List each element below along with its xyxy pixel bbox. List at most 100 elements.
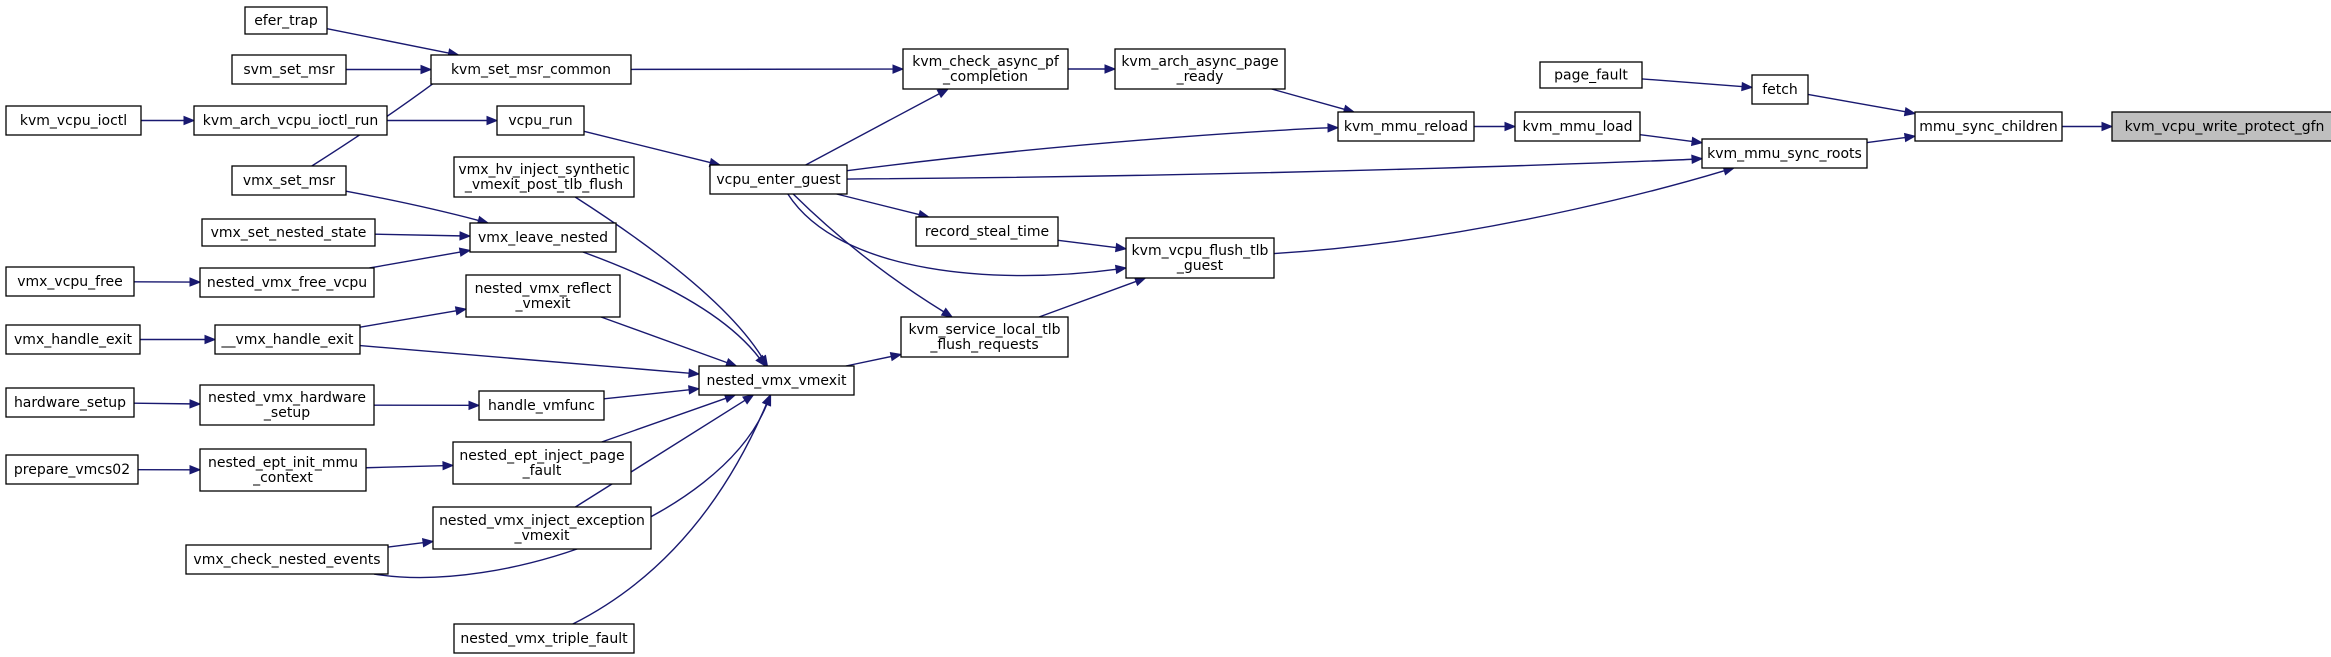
node-label: _setup	[263, 405, 310, 421]
function-node-vmx-set-msr[interactable]: vmx_set_msr	[231, 165, 347, 196]
function-node-kvm-arch-vcpu-ioctl-run[interactable]: kvm_arch_vcpu_ioctl_run	[193, 105, 388, 136]
edge-line	[603, 389, 690, 400]
node-box	[1514, 111, 1641, 142]
function-node-kvm-mmu-sync-roots[interactable]: kvm_mmu_sync_roots	[1701, 138, 1868, 169]
node-label: vcpu_run	[508, 113, 572, 129]
function-node-vmx-vcpu-free[interactable]: vmx_vcpu_free	[5, 266, 135, 297]
arrowhead-icon	[940, 307, 954, 318]
call-edge-kvm_service_local_tlb_flush_requests-to-kvm_vcpu_flush_tlb_guest	[1038, 277, 1147, 318]
arrowhead-icon	[2101, 121, 2114, 132]
call-edge-kvm_arch_vcpu_ioctl_run-to-vcpu_run	[387, 115, 499, 126]
node-label: nested_ept_inject_page	[459, 448, 624, 464]
function-node-nested-vmx-vmexit[interactable]: nested_vmx_vmexit	[698, 365, 855, 396]
node-box	[5, 266, 135, 297]
node-box	[902, 48, 1069, 90]
function-node-vmx-hv-inject-synthetic-vmexit-post-tlb-flush[interactable]: vmx_hv_inject_synthetic_vmexit_post_tlb_…	[453, 156, 635, 198]
arrowhead-icon	[755, 354, 767, 368]
edge-line	[1038, 280, 1137, 318]
function-node-vcpu-run[interactable]: vcpu_run	[496, 105, 585, 136]
function-node-vmx-check-nested-events[interactable]: vmx_check_nested_events	[185, 544, 389, 575]
function-node-nested-ept-inject-page-fault[interactable]: nested_ept_inject_page_fault	[452, 441, 632, 485]
arrowhead-icon	[723, 394, 737, 403]
function-node-kvm-vcpu-flush-tlb-guest[interactable]: kvm_vcpu_flush_tlb_guest	[1125, 237, 1275, 279]
function-node-handle-vmfunc[interactable]: handle_vmfunc	[478, 390, 605, 421]
function-node-nested-vmx-hardware-setup[interactable]: nested_vmx_hardware_setup	[199, 384, 375, 426]
function-node-mmu-sync-children[interactable]: mmu_sync_children	[1914, 111, 2063, 142]
function-node-kvm-arch-async-page-ready[interactable]: kvm_arch_async_page_ready	[1114, 48, 1286, 90]
node-box	[185, 544, 389, 575]
arrowhead-icon	[468, 400, 481, 411]
call-edge-nested_vmx_inject_exception_vmexit-to-nested_vmx_vmexit	[575, 394, 755, 508]
node-label: kvm_vcpu_flush_tlb	[1132, 243, 1269, 259]
call-edge-page_fault-to-fetch	[1641, 78, 1754, 92]
function-node-vmx-set-nested-state[interactable]: vmx_set_nested_state	[201, 218, 376, 247]
call-edge-kvm_vcpu_flush_tlb_guest-to-kvm_mmu_sync_roots	[1273, 166, 1736, 255]
node-box	[199, 267, 375, 298]
call-edge-vcpu_enter_guest-to-kvm_mmu_sync_roots	[846, 154, 1704, 180]
node-box	[1125, 237, 1275, 279]
edge-line	[1057, 239, 1117, 249]
node-box	[1701, 138, 1868, 169]
edge-line	[1639, 133, 1693, 143]
call-edge-vmx_vcpu_free-to-nested_vmx_free_vcpu	[133, 277, 202, 287]
node-box	[432, 506, 652, 550]
node-label: svm_set_msr	[243, 62, 335, 78]
function-node-vcpu-enter-guest[interactable]: vcpu_enter_guest	[709, 164, 848, 195]
node-label: nested_vmx_free_vcpu	[207, 275, 367, 291]
node-label: kvm_vcpu_write_protect_gfn	[2125, 119, 2325, 135]
arrowhead-icon	[204, 334, 217, 345]
node-box	[465, 274, 621, 318]
node-label: vmx_hv_inject_synthetic	[458, 162, 629, 178]
function-node-nested-vmx-inject-exception-vmexit[interactable]: nested_vmx_inject_exception_vmexit	[432, 506, 652, 550]
function-node-fetch[interactable]: fetch	[1751, 74, 1809, 105]
call-edge-nested_vmx_triple_fault-to-nested_vmx_vmexit	[572, 393, 771, 625]
call-edge-prepare_vmcs02-to-nested_ept_init_mmu_context	[137, 465, 202, 475]
node-label: vmx_set_nested_state	[211, 225, 367, 241]
node-box	[900, 316, 1069, 358]
edge-line	[1273, 170, 1725, 255]
call-edge-fetch-to-mmu_sync_children	[1807, 93, 1917, 117]
arrowhead-icon	[1690, 136, 1704, 147]
function-node-nested-vmx-triple-fault[interactable]: nested_vmx_triple_fault	[453, 623, 635, 654]
node-label: _guest	[1176, 258, 1224, 274]
function-node-nested-vmx-free-vcpu[interactable]: nested_vmx_free_vcpu	[199, 267, 375, 298]
function-node-kvm-mmu-load[interactable]: kvm_mmu_load	[1514, 111, 1641, 142]
function-node-hardware-setup[interactable]: hardware_setup	[5, 387, 135, 418]
function-node-nested-vmx-reflect-vmexit[interactable]: nested_vmx_reflect_vmexit	[465, 274, 621, 318]
function-node-vmx-leave-nested[interactable]: vmx_leave_nested	[469, 222, 617, 253]
function-node-kvm-vcpu-ioctl[interactable]: kvm_vcpu_ioctl	[5, 105, 142, 136]
function-node-efer-trap[interactable]: efer_trap	[244, 6, 328, 35]
node-box	[201, 218, 376, 247]
function-node-kvm-check-async-pf-completion[interactable]: kvm_check_async_pf_completion	[902, 48, 1069, 90]
function-node-kvm-mmu-reload[interactable]: kvm_mmu_reload	[1337, 111, 1475, 142]
call-edge-kvm_mmu_reload-to-kvm_mmu_load	[1474, 121, 1517, 132]
edge-line	[836, 193, 920, 216]
function-node-kvm-set-msr-common[interactable]: kvm_set_msr_common	[430, 54, 632, 85]
node-box	[199, 448, 367, 492]
function-node-kvm-service-local-tlb-flush-requests[interactable]: kvm_service_local_tlb_flush_requests	[900, 316, 1069, 358]
function-node-vmx-handle-exit[interactable]: __vmx_handle_exit	[214, 324, 361, 355]
function-node-kvm-vcpu-write-protect-gfn[interactable]: kvm_vcpu_write_protect_gfn	[2111, 111, 2331, 142]
arrowhead-icon	[183, 115, 196, 126]
node-box	[193, 105, 388, 136]
node-label: kvm_mmu_sync_roots	[1707, 146, 1862, 162]
function-node-nested-ept-init-mmu-context[interactable]: nested_ept_init_mmu_context	[199, 448, 367, 492]
function-node-vmx-handle-exit[interactable]: vmx_handle_exit	[5, 324, 141, 355]
call-edge-kvm_check_async_pf_completion-to-kvm_arch_async_page_ready	[1068, 64, 1117, 74]
function-node-page-fault[interactable]: page_fault	[1539, 61, 1643, 89]
arrowhead-icon	[458, 247, 472, 257]
arrowhead-icon	[688, 368, 701, 378]
node-label: nested_vmx_inject_exception	[439, 513, 645, 529]
function-node-record-steal-time[interactable]: record_steal_time	[915, 216, 1059, 247]
arrowhead-icon	[1903, 106, 1917, 117]
node-label: mmu_sync_children	[1919, 119, 2057, 135]
node-label: kvm_vcpu_ioctl	[20, 113, 127, 129]
call-graph-edges	[133, 28, 2114, 625]
function-node-svm-set-msr[interactable]: svm_set_msr	[231, 54, 347, 85]
function-node-prepare-vmcs02[interactable]: prepare_vmcs02	[5, 454, 139, 485]
edge-line	[359, 310, 457, 328]
edge-line	[369, 251, 461, 269]
node-label: prepare_vmcs02	[14, 462, 130, 478]
node-label: _fault	[522, 463, 562, 479]
